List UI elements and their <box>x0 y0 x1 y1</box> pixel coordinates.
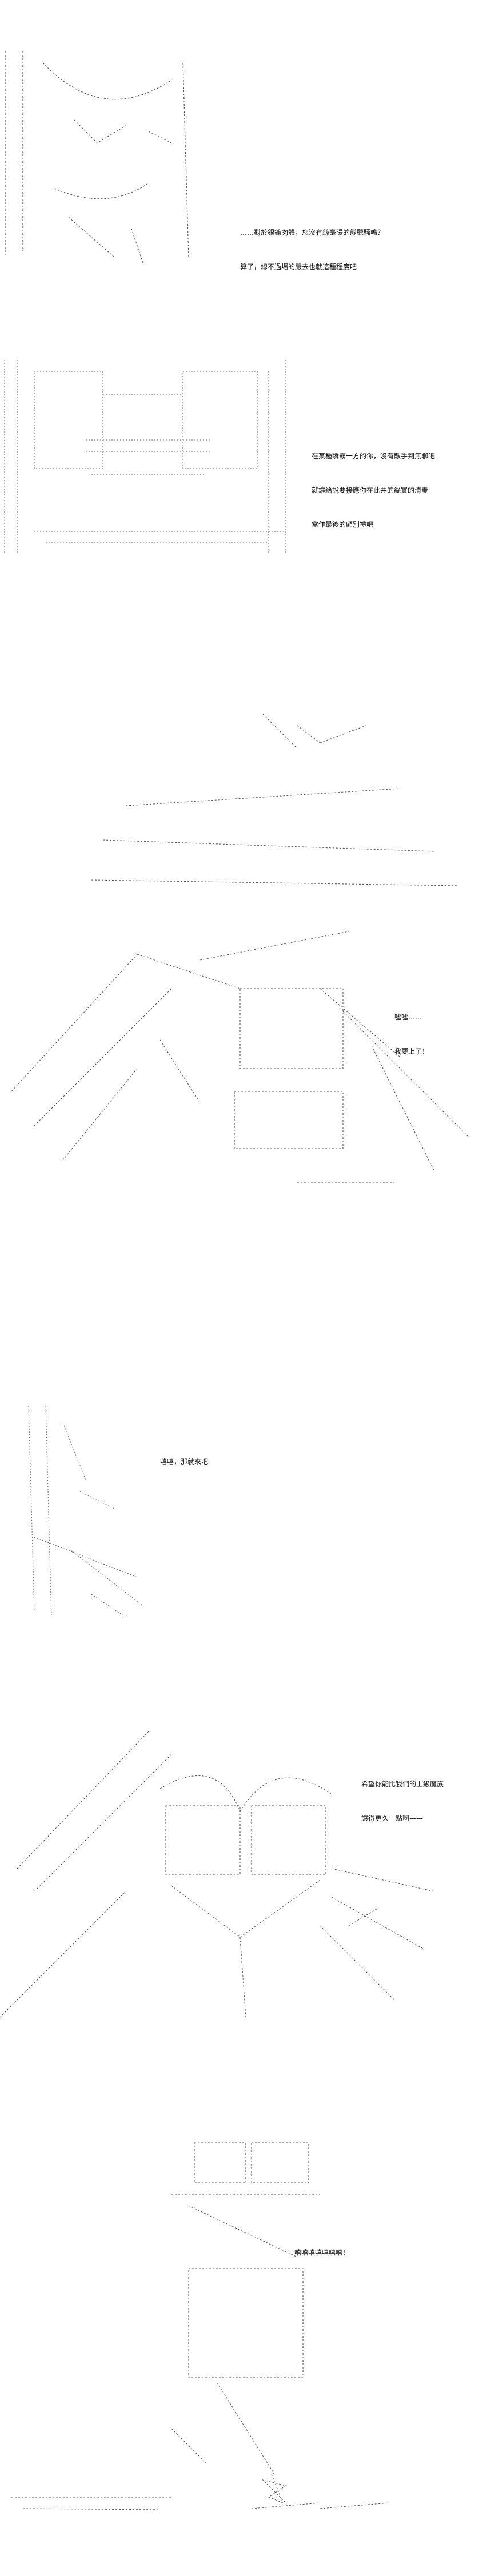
dialogue-line: 噓噓…… <box>394 1013 422 1021</box>
ascii-art-characters-standoff <box>4 360 286 554</box>
dialogue-line: 當作最後的顧別禮吧 <box>312 521 374 529</box>
dialogue-line: ……對於銀鐮肉體，您沒有絲毫暖的態聽騷鳴？ <box>240 229 385 237</box>
dialogue-line: 嘻嘻嘻嘻嘻嘻嘻！ <box>294 2249 350 2257</box>
dialogue-line: 我要上了！ <box>394 1047 429 1055</box>
ascii-art-face-closeup <box>5 51 189 263</box>
dialogue-box: 噓噓…… 我要上了！ <box>394 989 429 1080</box>
dialogue-box: 嘻嘻，那就來吧 <box>160 1433 208 1490</box>
panel-2: 在某種瞬霸一方的你，沒有敵手到無聊吧 就讓給說要接應你在此井的絲實的清奏 當作最… <box>0 326 483 566</box>
dialogue-box: 嘻嘻嘻嘻嘻嘻嘻！ <box>294 2224 349 2281</box>
ascii-art-character-back <box>28 1405 143 1618</box>
dialogue-line: 算了，總不過場的嚴去也就這種程度吧 <box>240 263 357 271</box>
ascii-art-battle-scene <box>11 714 469 1183</box>
dialogue-line: 嘻嘻，那就來吧 <box>160 1458 209 1466</box>
ascii-art-winged-figure <box>0 1731 435 2018</box>
dialogue-box: 在某種瞬霸一方的你，沒有敵手到無聊吧 就讓給說要接應你在此井的絲實的清奏 當作最… <box>312 427 435 553</box>
dialogue-line: 就讓給說要接應你在此井的絲實的清奏 <box>312 486 429 494</box>
panel-3: 噓噓…… 我要上了！ <box>0 691 483 1206</box>
ascii-art-laughing-figure <box>11 2142 389 2510</box>
panel-1: ……對於銀鐮肉體，您沒有絲毫暖的態聽騷鳴？ 算了，總不過場的嚴去也就這種程度吧 <box>0 40 483 271</box>
dialogue-box: 希望你能比我們的上級魔族 讓得更久一點啊—— <box>361 1755 444 1847</box>
dialogue-line: 在某種瞬霸一方的你，沒有敵手到無聊吧 <box>312 452 436 460</box>
panel-4: 嘻嘻，那就來吧 <box>0 1389 483 1629</box>
panel-6: 嘻嘻嘻嘻嘻嘻嘻！ <box>0 2131 483 2554</box>
dialogue-line: 讓得更久一點啊—— <box>361 1814 424 1822</box>
dialogue-line: 希望你能比我們的上級魔族 <box>361 1780 444 1788</box>
panel-5: 希望你能比我們的上級魔族 讓得更久一點啊—— <box>0 1720 483 2040</box>
dialogue-box: ……對於銀鐮肉體，您沒有絲毫暖的態聽騷鳴？ 算了，總不過場的嚴去也就這種程度吧 <box>240 204 384 295</box>
